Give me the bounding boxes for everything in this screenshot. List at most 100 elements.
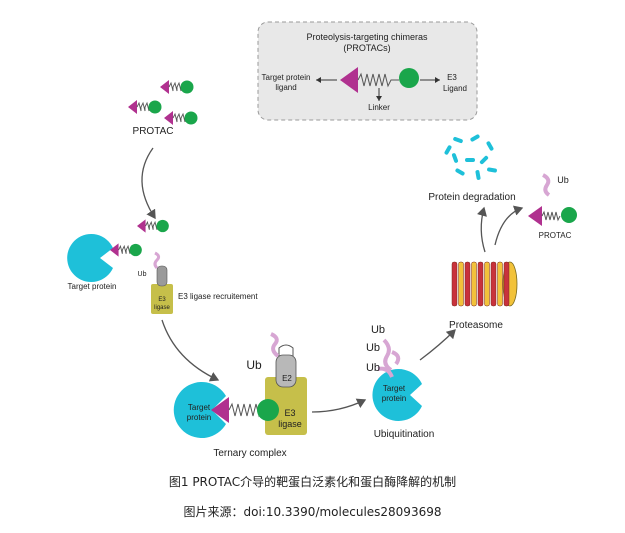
recycled-ub-squiggle-icon (542, 173, 551, 197)
protac-e3-ligand-icon (184, 111, 198, 125)
recycled-linker-icon (541, 210, 561, 222)
ligase-small-label: ligase (154, 305, 170, 311)
ternary-linker-icon (228, 402, 263, 418)
flow-arrow-6 (494, 205, 524, 246)
protac-molecule (128, 100, 162, 114)
peptide-fragment-icon (479, 155, 489, 165)
target-protein-binding-stage: Target protein (67, 219, 169, 291)
ubiquitination-stage: Ub Ub Ub Target protein Ubiquitination (366, 324, 434, 440)
ubiq-target-label-line2: protein (382, 394, 406, 403)
ternary-e2-icon (275, 354, 297, 388)
ub-chain-3-icon (377, 366, 394, 378)
legend-target-label-line1: Target protein (262, 73, 311, 82)
protac-e3-ligand-icon (148, 100, 162, 114)
protac-e3-ligand-icon (180, 80, 194, 94)
proteasome-ring-icon (451, 261, 458, 307)
protac-ligand-icon (137, 219, 146, 233)
ubiq-target-label-line1: Target (383, 384, 406, 393)
e2-small-clamp-icon (156, 265, 168, 287)
protac-molecule (137, 219, 169, 233)
e3-recruitment-label: E3 ligase recruitement (178, 292, 258, 301)
ub-chain-1-icon (382, 338, 393, 372)
legend-e3-ligand-shape (399, 68, 419, 88)
target-protein-label: Target protein (68, 282, 117, 291)
ternary-e3-label: E3 (284, 408, 295, 418)
peptide-fragment-icon (451, 153, 459, 163)
peptide-fragment-icon (465, 158, 475, 162)
legend-title-line1: Proteolysis-targeting chimeras (306, 32, 428, 42)
e3-small-body-icon (151, 284, 173, 314)
peptide-fragments (444, 134, 497, 180)
ternary-target-label-line1: Target (188, 403, 211, 412)
peptide-fragment-icon (470, 134, 480, 142)
flow-arrow-3 (311, 398, 367, 413)
ternary-e2-clamp-icon (278, 344, 294, 356)
proteasome (451, 261, 518, 307)
protac-molecules-cluster (128, 80, 198, 125)
peptide-fragment-icon (486, 141, 494, 151)
proteasome-label: Proteasome (449, 320, 503, 331)
flow-arrow-5 (476, 206, 487, 253)
ternary-target-label-line2: protein (187, 413, 211, 422)
legend-title-line2: (PROTACs) (343, 43, 390, 53)
protac-legend-box: Proteolysis-targeting chimeras (PROTACs)… (257, 21, 478, 121)
protac-right-label: PROTAC (539, 231, 572, 240)
ternary-e3-ligase-body-icon (265, 377, 307, 435)
protac-e3-ligand-icon (156, 219, 169, 233)
legend-e3-label-line1: E3 (447, 73, 457, 82)
flow-arrow-2 (161, 319, 220, 382)
proteasome-ring-icon (458, 261, 464, 307)
ubiquitination-label: Ubiquitination (374, 429, 435, 440)
protac-molecule (164, 111, 198, 125)
ternary-ligase-label: ligase (278, 419, 302, 429)
ub-small-squiggle-icon (153, 251, 161, 270)
protac-ligand-icon (160, 80, 169, 94)
legend-target-label-line2: ligand (275, 83, 296, 92)
ternary-e3-ligand-icon (257, 399, 279, 421)
ub-small-label: Ub (138, 271, 147, 278)
ternary-ligand-icon (211, 397, 229, 423)
proteasome-ring-icon (464, 261, 471, 307)
protein-degradation-label: Protein degradation (428, 192, 515, 203)
recycled-ub-label: Ub (557, 175, 569, 185)
recycled-protac: Ub PROTAC (528, 173, 577, 240)
ternary-target-protein-icon (173, 382, 226, 438)
peptide-fragment-icon (475, 170, 481, 180)
ternary-complex: Ub E2 Target protein E3 ligase Ternary c… (173, 332, 307, 459)
protac-molecule (160, 80, 194, 94)
protac-top-label: PROTAC (133, 126, 174, 137)
protac-ligand-icon (110, 243, 119, 257)
ternary-e2-label: E2 (282, 374, 292, 383)
ub-label-2: Ub (366, 342, 380, 354)
ternary-ub-squiggle-icon (270, 332, 280, 358)
proteasome-ring-icon (484, 261, 490, 307)
proteasome-ring-icon (490, 261, 497, 307)
ub-label-1: Ub (371, 324, 385, 336)
protac-ligand-icon (164, 111, 173, 125)
proteasome-ring-icon (497, 261, 503, 307)
ub-label-3: Ub (366, 362, 380, 374)
target-protein-pacman-icon (67, 234, 113, 282)
peptide-fragment-icon (444, 145, 452, 155)
ternary-ub-label: Ub (246, 358, 262, 372)
ternary-complex-label: Ternary complex (213, 448, 286, 459)
legend-linker-label: Linker (368, 103, 390, 112)
legend-e3-label-line2: Ligand (443, 84, 467, 93)
legend-linker-coil (357, 72, 399, 88)
recycled-ligand-icon (528, 206, 542, 226)
ubiquitinated-target-protein-icon (372, 368, 422, 422)
proteasome-ring-icon (471, 261, 477, 307)
flow-arrow-4 (419, 329, 456, 361)
proteasome-ring-icon (503, 261, 510, 307)
protac-molecule (110, 243, 142, 257)
proteasome-ring-icon (477, 261, 484, 307)
figure-caption: 图1 PROTAC介导的靶蛋白泛素化和蛋白酶降解的机制 (168, 475, 457, 489)
peptide-fragment-icon (455, 168, 465, 176)
e3-ligase-small: Ub E3 ligase E3 ligase recruitement (138, 251, 258, 314)
figure-source: 图片来源：doi:10.3390/molecules28093698 (183, 505, 442, 519)
legend-target-ligand-shape (340, 67, 358, 93)
peptide-fragment-icon (487, 167, 497, 173)
flow-arrow-1 (141, 147, 156, 220)
e3-small-label: E3 (158, 297, 166, 303)
